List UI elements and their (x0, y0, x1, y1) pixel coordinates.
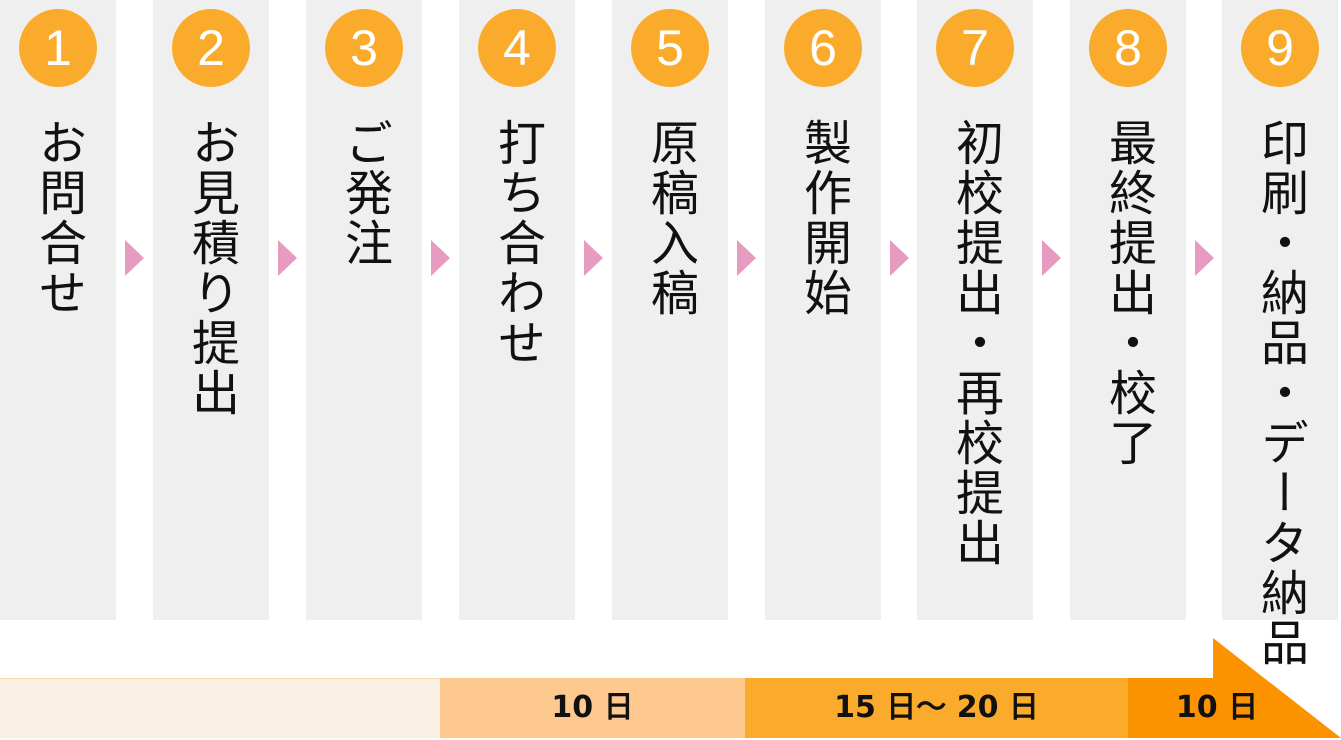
step-label-wrap: お問合せ (0, 118, 116, 318)
step-label-wrap: お見積り提出 (153, 118, 269, 418)
step-number-badge: 4 (478, 9, 556, 87)
step-label: お問合せ (30, 118, 86, 318)
step-number-badge: 9 (1241, 9, 1319, 87)
step-arrow-icon (737, 240, 756, 276)
step-column: 1 お問合せ (0, 0, 116, 620)
step-column: 8 最終提出・校了 (1070, 0, 1186, 620)
step-column: 2 お見積り提出 (153, 0, 269, 620)
step-arrow-icon (584, 240, 603, 276)
step-label: 印刷・納品・データ納品 (1252, 118, 1308, 668)
timeline-segment-4: 10 日 (1175, 690, 1259, 725)
step-label: 製作開始 (795, 118, 851, 318)
step-arrow-icon (890, 240, 909, 276)
step-number-badge: 6 (784, 9, 862, 87)
step-number-badge: 3 (325, 9, 403, 87)
timeline-arrow-head (1128, 638, 1341, 738)
step-number-badge: 1 (19, 9, 97, 87)
timeline-segment-2: 10 日 (440, 678, 745, 738)
step-label-wrap: 印刷・納品・データ納品 (1222, 118, 1338, 668)
step-label-wrap: ご発注 (306, 118, 422, 268)
step-label: 最終提出・校了 (1100, 118, 1156, 468)
step-label: 原稿入稿 (642, 118, 698, 318)
step-label-wrap: 初校提出・再校提出 (917, 118, 1033, 568)
step-label-wrap: 原稿入稿 (612, 118, 728, 318)
step-arrow-icon (125, 240, 144, 276)
step-column: 9 印刷・納品・データ納品 (1222, 0, 1338, 668)
step-label: 打ち合わせ (489, 118, 545, 368)
step-column: 7 初校提出・再校提出 (917, 0, 1033, 620)
step-label-wrap: 最終提出・校了 (1070, 118, 1186, 468)
step-column: 6 製作開始 (765, 0, 881, 620)
step-arrow-icon (278, 240, 297, 276)
step-label: お見積り提出 (183, 118, 239, 418)
step-column: 4 打ち合わせ (459, 0, 575, 620)
step-label: 初校提出・再校提出 (947, 118, 1003, 568)
step-number-badge: 2 (172, 9, 250, 87)
step-label-wrap: 打ち合わせ (459, 118, 575, 368)
timeline-segment-1 (0, 678, 440, 738)
step-label-wrap: 製作開始 (765, 118, 881, 318)
step-column: 5 原稿入稿 (612, 0, 728, 620)
step-arrow-icon (1042, 240, 1061, 276)
step-number-badge: 8 (1089, 9, 1167, 87)
step-arrow-icon (1195, 240, 1214, 276)
step-column: 3 ご発注 (306, 0, 422, 620)
step-label: ご発注 (336, 118, 392, 268)
step-arrow-icon (431, 240, 450, 276)
timeline-segment-3: 15 日〜 20 日 (745, 678, 1128, 738)
step-number-badge: 7 (936, 9, 1014, 87)
step-number-badge: 5 (631, 9, 709, 87)
